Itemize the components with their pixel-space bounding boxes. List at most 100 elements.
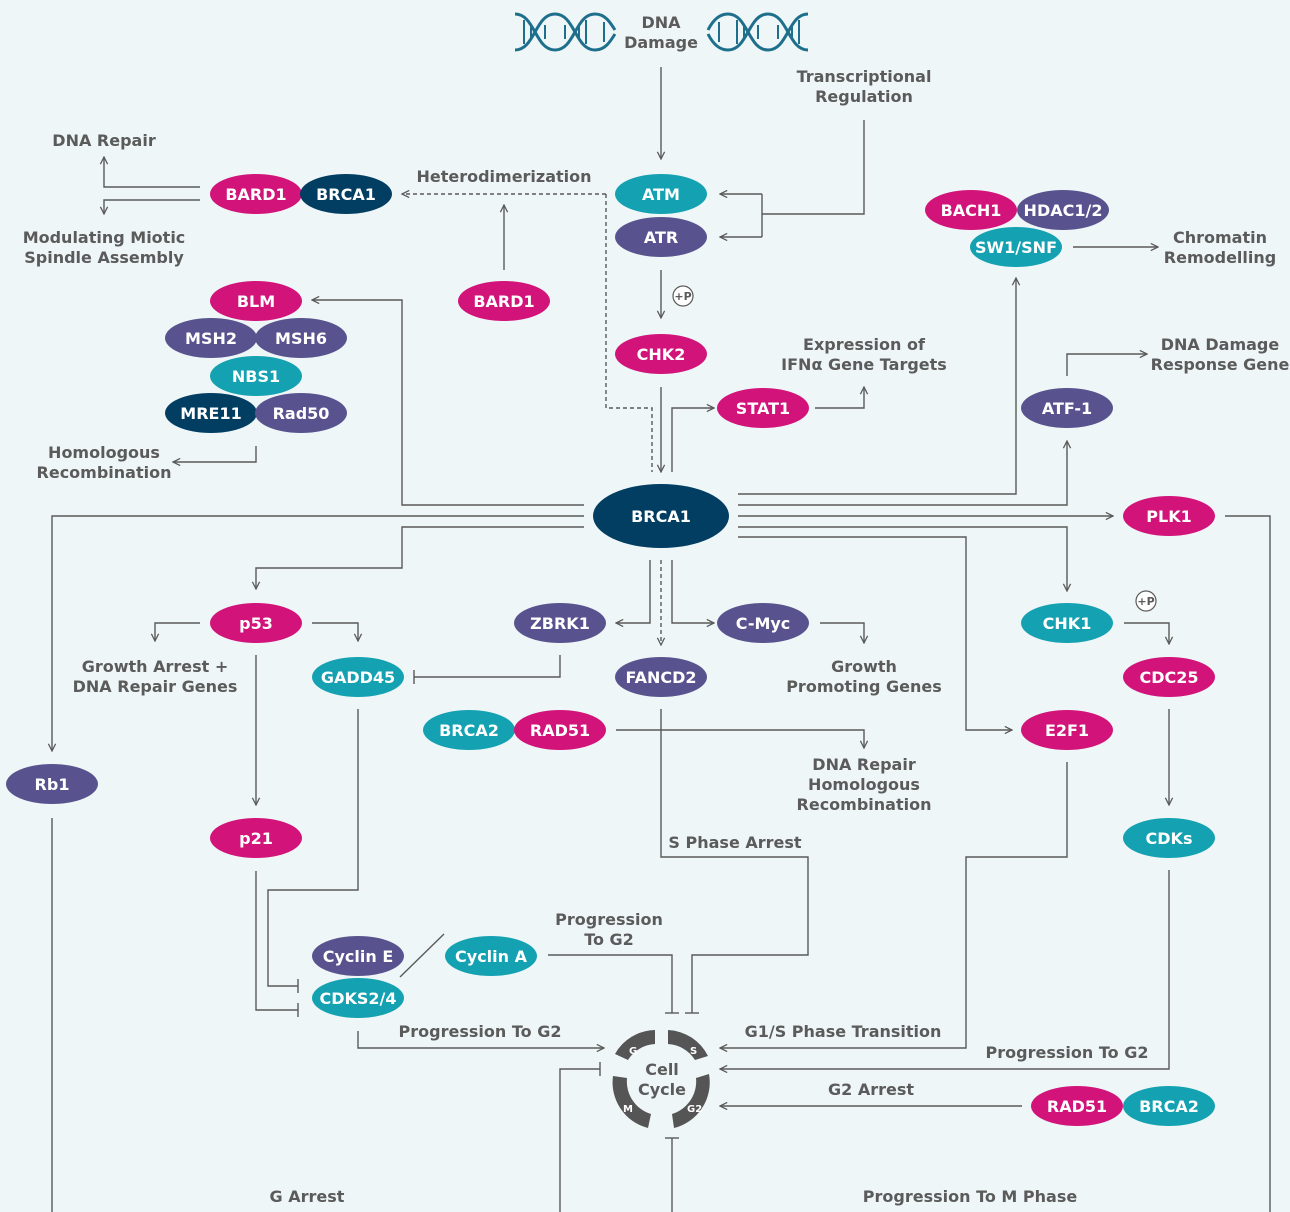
svg-text:G2 Arrest: G2 Arrest [828,1080,914,1099]
node-chk2: CHK2 [615,334,707,374]
svg-text:S Phase Arrest: S Phase Arrest [668,833,801,852]
node-rad50: Rad50 [255,393,347,433]
svg-text:Regulation: Regulation [815,87,913,106]
node-bach1: BACH1 [925,190,1017,230]
svg-text:BRCA1: BRCA1 [316,185,376,204]
svg-text:FANCD2: FANCD2 [625,668,696,687]
svg-text:ATM: ATM [642,185,680,204]
svg-text:MRE11: MRE11 [180,404,241,423]
node-atf1: ATF-1 [1021,388,1113,428]
svg-text:ATR: ATR [644,228,678,247]
svg-text:Cell: Cell [645,1060,679,1079]
svg-text:CDKs: CDKs [1146,829,1193,848]
svg-text:G2: G2 [687,1104,702,1115]
svg-text:Modulating Miotic: Modulating Miotic [23,228,186,247]
node-cdc25: CDC25 [1123,657,1215,697]
svg-text:Cycle: Cycle [638,1080,686,1099]
svg-text:PLK1: PLK1 [1146,507,1191,526]
svg-text:Cyclin E: Cyclin E [323,947,394,966]
node-atm: ATM [615,174,707,214]
node-cyclina: Cyclin A [445,936,537,976]
svg-text:RAD51: RAD51 [1047,1097,1107,1116]
svg-text:Progression To G2: Progression To G2 [399,1022,562,1041]
svg-text:S: S [690,1046,697,1057]
svg-text:DNA Damage: DNA Damage [1161,335,1280,354]
svg-text:Heterodimerization: Heterodimerization [416,167,591,186]
node-stat1: STAT1 [717,388,809,428]
svg-text:G Arrest: G Arrest [270,1187,345,1206]
svg-text:Recombination: Recombination [37,463,172,482]
svg-text:Expression of: Expression of [803,335,926,354]
svg-text:Homologous: Homologous [808,775,920,794]
node-cdks24: CDKS2/4 [312,978,404,1018]
svg-text:Spindle Assembly: Spindle Assembly [24,248,184,267]
svg-text:DNA Repair: DNA Repair [812,755,916,774]
svg-text:+P: +P [1137,595,1154,608]
node-hdac: HDAC1/2 [1017,190,1109,230]
node-cycline: Cyclin E [312,936,404,976]
node-e2f1: E2F1 [1021,710,1113,750]
svg-text:Progression To M Phase: Progression To M Phase [863,1187,1078,1206]
nodes: ATM ATR CHK2 BRCA1 BARD1 BRCA1 BARD1 BLM… [6,174,1215,1126]
phosphorylation-badge: +P [1135,590,1157,612]
svg-text:BRCA1: BRCA1 [631,507,691,526]
svg-text:BRCA2: BRCA2 [439,721,499,740]
svg-text:CHK2: CHK2 [637,345,686,364]
svg-text:Recombination: Recombination [797,795,932,814]
svg-text:Growth: Growth [831,657,897,676]
svg-text:HDAC1/2: HDAC1/2 [1024,201,1103,220]
svg-text:ZBRK1: ZBRK1 [530,614,590,633]
node-mre11: MRE11 [165,393,257,433]
node-msh6: MSH6 [255,318,347,358]
node-brca2-mid: BRCA2 [423,710,515,750]
svg-text:+P: +P [674,290,691,303]
node-rad51-low: RAD51 [1031,1086,1123,1126]
svg-text:Chromatin: Chromatin [1173,228,1267,247]
node-brca2-low: BRCA2 [1123,1086,1215,1126]
svg-text:E2F1: E2F1 [1045,721,1089,740]
dna-helix-icon-right [706,12,809,52]
svg-text:Rb1: Rb1 [35,775,70,794]
svg-text:CDKS2/4: CDKS2/4 [319,989,396,1008]
node-atr: ATR [615,217,707,257]
svg-text:Response Gene: Response Gene [1151,355,1290,374]
node-nbs1: NBS1 [210,356,302,396]
node-cdks: CDKs [1123,818,1215,858]
svg-text:GADD45: GADD45 [321,668,395,687]
dna-helix-icon-left [514,12,617,52]
cell-cycle-icon: G S M G2 Cell Cycle [612,1030,710,1128]
svg-text:BACH1: BACH1 [941,201,1002,220]
node-bard1-top: BARD1 [210,174,302,214]
svg-text:CHK1: CHK1 [1043,614,1092,633]
node-plk1: PLK1 [1123,496,1215,536]
svg-text:NBS1: NBS1 [232,367,280,386]
phosphorylation-badge: +P [672,285,694,307]
svg-text:Homologous: Homologous [48,443,160,462]
node-zbrk1: ZBRK1 [514,603,606,643]
node-brca1-center: BRCA1 [593,484,729,548]
node-cmyc: C-Myc [717,603,809,643]
svg-text:Cyclin A: Cyclin A [455,947,528,966]
svg-text:Transcriptional: Transcriptional [797,67,932,86]
svg-text:BLM: BLM [237,292,275,311]
svg-text:ATF-1: ATF-1 [1042,399,1092,418]
dna-damage-title: DNA [641,13,681,32]
node-bard1-lower: BARD1 [458,281,550,321]
svg-text:Growth Arrest +: Growth Arrest + [82,657,229,676]
node-swsnf: SW1/SNF [970,227,1062,267]
svg-text:To G2: To G2 [584,930,634,949]
node-blm: BLM [210,281,302,321]
node-msh2: MSH2 [165,318,257,358]
svg-text:Rad50: Rad50 [273,404,330,423]
node-p21: p21 [210,818,302,858]
svg-text:p53: p53 [239,614,273,633]
svg-text:MSH2: MSH2 [185,329,237,348]
svg-text:Progression To G2: Progression To G2 [986,1043,1149,1062]
svg-text:Remodelling: Remodelling [1164,248,1276,267]
node-chk1: CHK1 [1021,603,1113,643]
svg-text:CDC25: CDC25 [1139,668,1198,687]
dna-damage-title: Damage [624,33,698,52]
svg-text:G: G [629,1046,637,1057]
node-gadd45: GADD45 [312,657,404,697]
